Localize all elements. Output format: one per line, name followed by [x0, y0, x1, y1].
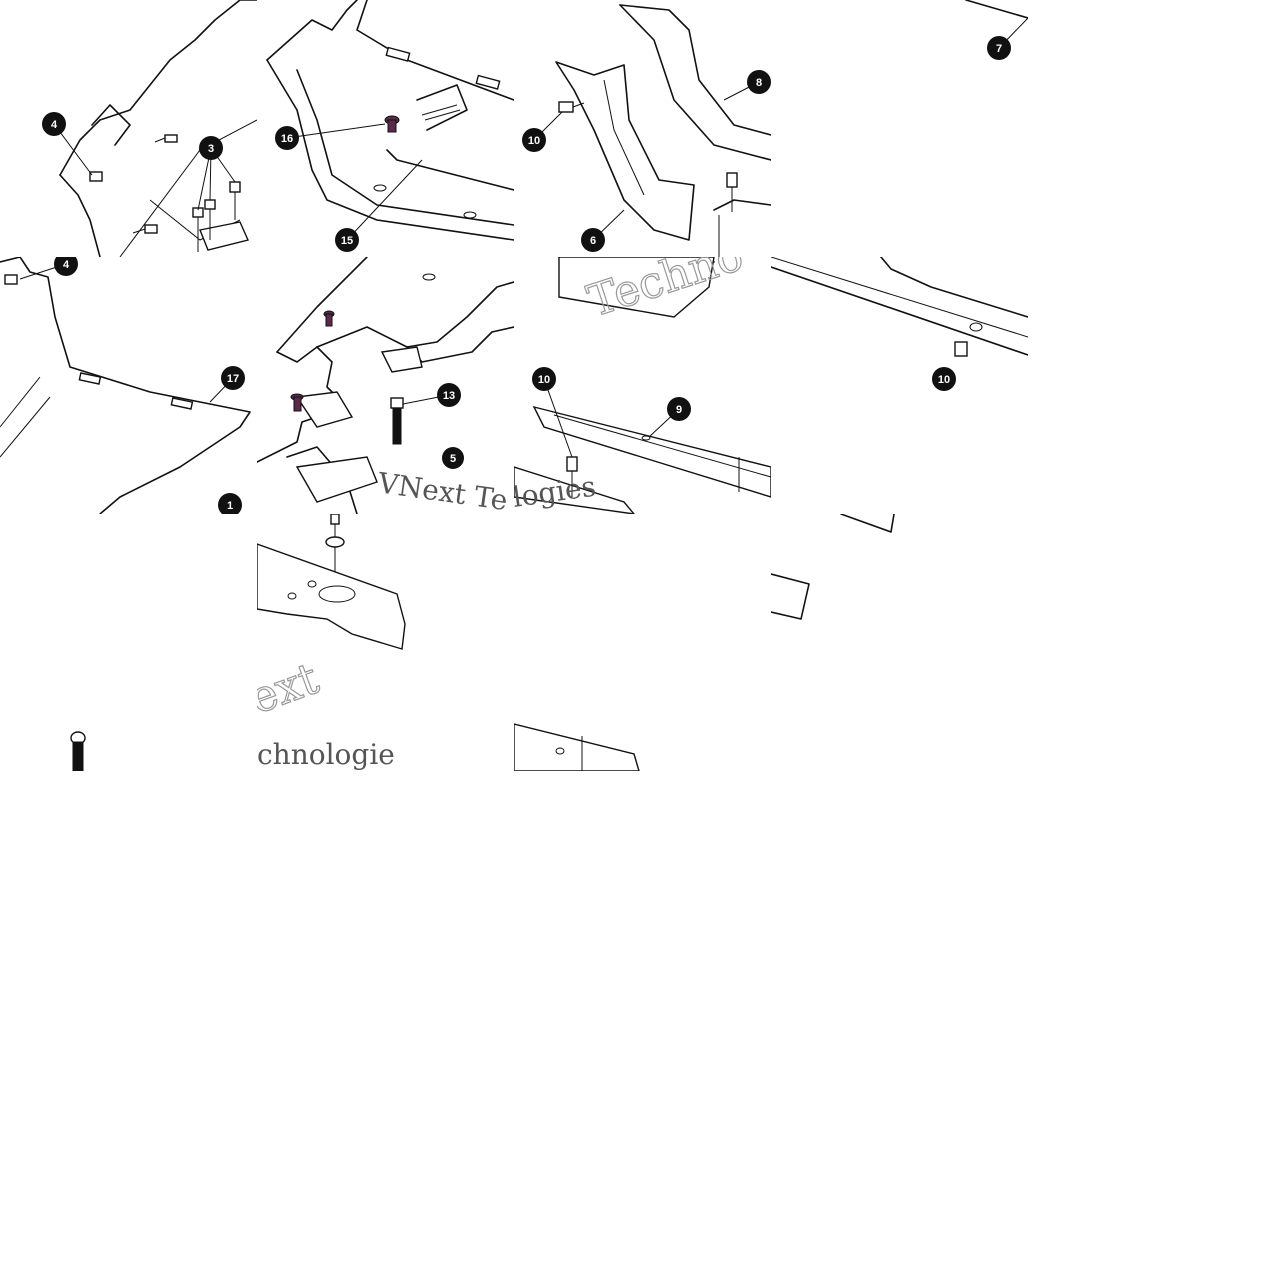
- svg-text:13: 13: [443, 390, 455, 402]
- callout-10: 10: [932, 367, 956, 391]
- bolt-icon: [390, 397, 404, 445]
- screw-icon: [132, 224, 158, 234]
- tile-rail: 10 9 Techno logies: [514, 257, 771, 514]
- clip-icon: [384, 115, 400, 133]
- callout-16: 16: [275, 126, 299, 150]
- callout-5: 5: [442, 447, 464, 469]
- svg-text:3: 3: [208, 143, 214, 155]
- callout-3: 3: [199, 136, 223, 160]
- callout-4: 4: [42, 112, 66, 136]
- bolt-icon: [70, 731, 86, 771]
- svg-text:4: 4: [51, 119, 58, 131]
- callout-17: 17: [221, 366, 245, 390]
- svg-text:6: 6: [590, 235, 596, 247]
- callout-10: 10: [522, 128, 546, 152]
- callout-13: 13: [437, 383, 461, 407]
- clip-icon: [323, 310, 335, 327]
- tile-sill-top: 7: [771, 0, 1028, 257]
- watermark-text: VNext Te: [375, 466, 510, 514]
- callout-7: 7: [987, 36, 1011, 60]
- clip-icon: [290, 393, 304, 412]
- svg-text:1: 1: [227, 500, 233, 512]
- callout-4: 4: [54, 257, 78, 276]
- svg-text:5: 5: [450, 453, 456, 465]
- watermark-text: ext: [257, 653, 325, 724]
- tile-bracket-base: ext chnologie: [257, 514, 407, 771]
- screw-icon: [558, 101, 585, 113]
- svg-text:15: 15: [341, 235, 353, 247]
- tile-rail-end: [514, 514, 771, 771]
- screw-icon: [954, 341, 968, 357]
- tile-loose-bolt: [0, 514, 257, 771]
- svg-text:10: 10: [528, 135, 540, 147]
- screw-icon: [154, 134, 178, 143]
- watermark-text: chnologie: [257, 738, 395, 771]
- callout-1: 1: [218, 493, 242, 514]
- svg-text:9: 9: [676, 404, 682, 416]
- callout-6: 6: [581, 228, 605, 252]
- callout-8: 8: [747, 70, 771, 94]
- tile-sill-end: [771, 514, 1028, 771]
- tile-sill-lower: 10: [771, 257, 1028, 514]
- svg-text:4: 4: [63, 259, 70, 271]
- screw-icon: [89, 171, 103, 182]
- tile-floor-upper: 16 15: [257, 0, 514, 257]
- screw-icon: [726, 172, 738, 212]
- svg-text:17: 17: [227, 373, 239, 385]
- svg-text:10: 10: [538, 374, 550, 386]
- callout-9: 9: [667, 397, 691, 421]
- svg-text:10: 10: [938, 374, 950, 386]
- callout-10: 10: [532, 367, 556, 391]
- svg-text:16: 16: [281, 133, 293, 145]
- tile-pillar-trims: 10 6 8: [514, 0, 771, 257]
- tile-left-panel-upper: 4 3: [0, 0, 257, 257]
- screw-icon: [229, 181, 241, 220]
- screw-icon: [4, 274, 18, 285]
- tile-floor-panel: 4 17 1: [0, 257, 257, 514]
- svg-text:8: 8: [756, 77, 762, 89]
- callout-15: 15: [335, 228, 359, 252]
- svg-text:7: 7: [996, 43, 1002, 55]
- tile-center-bracket: 13 5 VNext Te: [257, 257, 514, 514]
